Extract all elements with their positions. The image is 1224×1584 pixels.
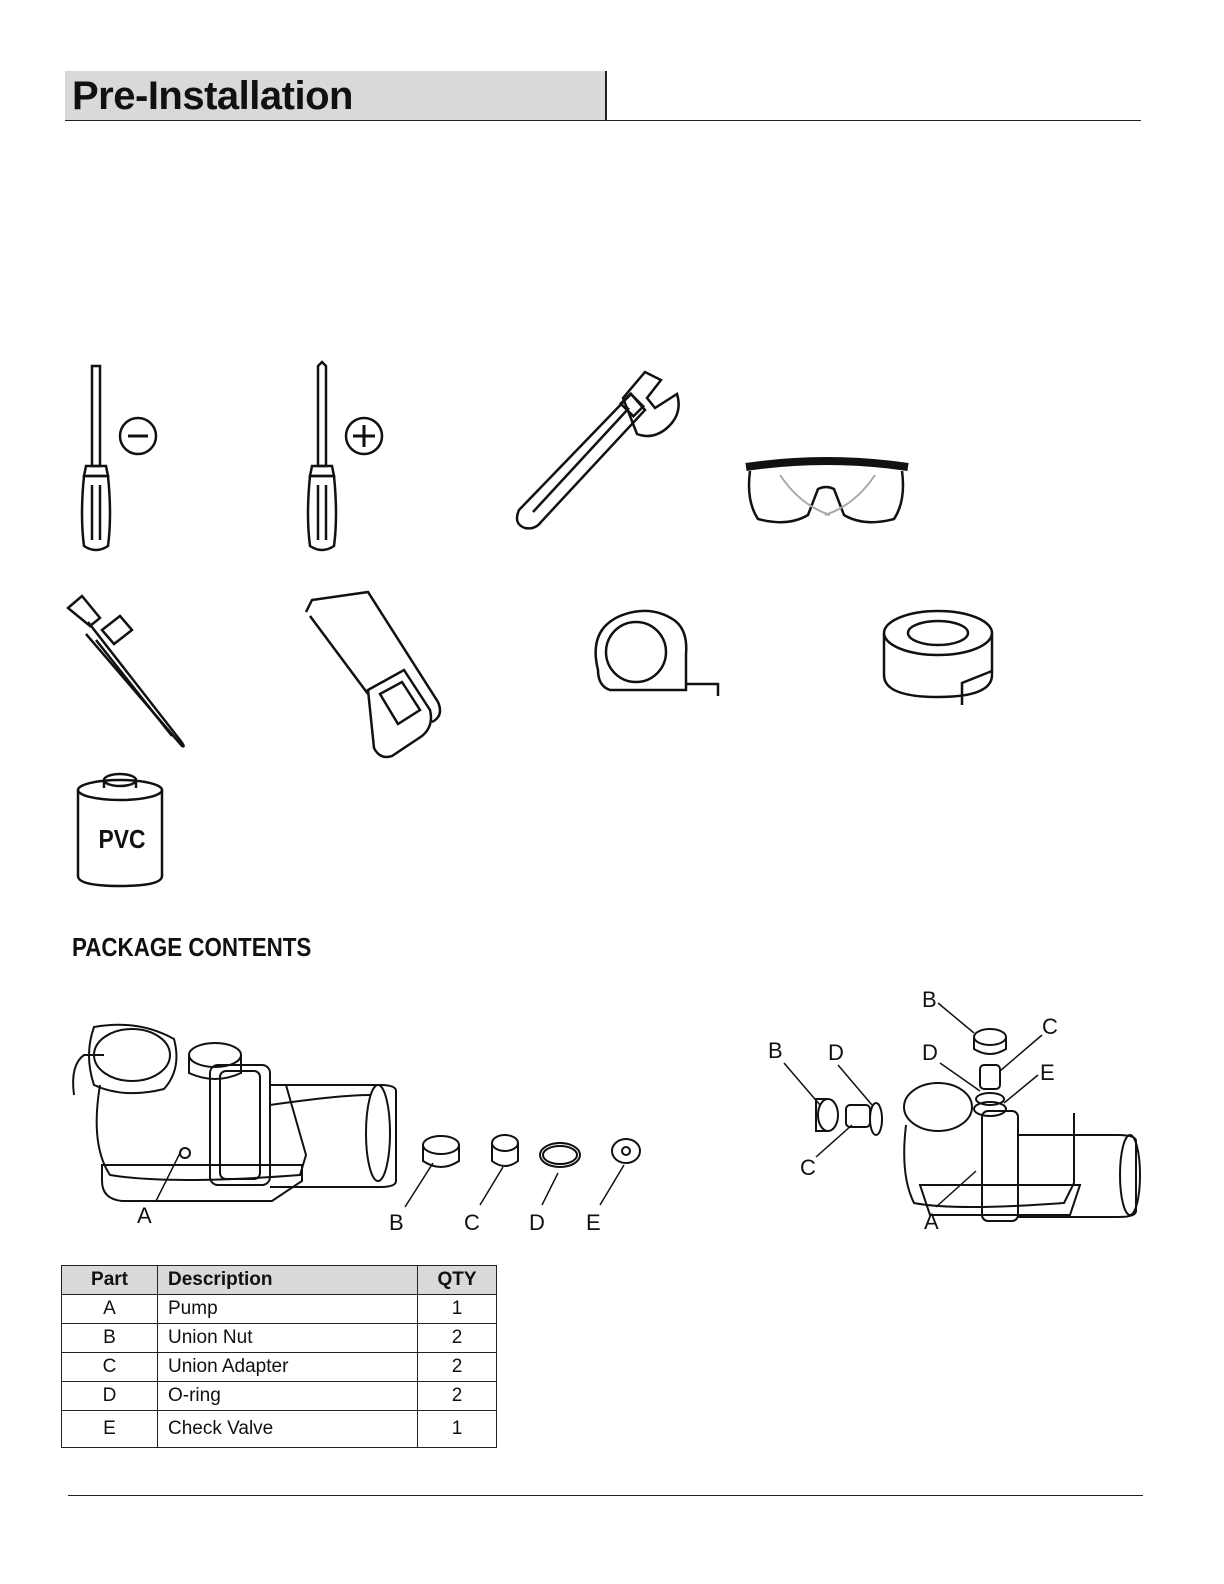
table-row: C Union Adapter 2 <box>62 1353 497 1382</box>
qty-cell: 1 <box>418 1411 497 1448</box>
assembly-label-c-top: C <box>1042 1014 1058 1039</box>
qty-cell: 2 <box>418 1382 497 1411</box>
tape-measure-icon <box>590 610 730 700</box>
plumbers-tape-icon <box>880 605 1005 710</box>
description-cell: O-ring <box>158 1382 418 1411</box>
assembly-label-b-top: B <box>922 987 937 1012</box>
column-header-part: Part <box>62 1266 158 1295</box>
part-cell: E <box>62 1411 158 1448</box>
parts-table: Part Description QTY A Pump 1 B Union Nu… <box>61 1265 497 1448</box>
description-cell: Union Nut <box>158 1324 418 1353</box>
part-cell: A <box>62 1295 158 1324</box>
phillips-screwdriver-icon <box>296 360 396 555</box>
column-header-qty: QTY <box>418 1266 497 1295</box>
assembly-label-e: E <box>1040 1060 1055 1085</box>
table-row: D O-ring 2 <box>62 1382 497 1411</box>
diagram-label-d: D <box>529 1210 545 1235</box>
header-divider <box>65 120 1141 121</box>
pipe-wrench-icon <box>60 590 200 750</box>
pump-parts-diagram: A B C D E <box>60 1015 660 1240</box>
description-cell: Check Valve <box>158 1411 418 1448</box>
qty-cell: 2 <box>418 1324 497 1353</box>
table-row: A Pump 1 <box>62 1295 497 1324</box>
footer-divider <box>68 1495 1143 1496</box>
diagram-label-b: B <box>389 1210 404 1235</box>
pvc-cement-can-icon: PVC <box>72 770 172 890</box>
diagram-label-c: C <box>464 1210 480 1235</box>
part-cell: B <box>62 1324 158 1353</box>
table-row: E Check Valve 1 <box>62 1411 497 1448</box>
table-header-row: Part Description QTY <box>62 1266 497 1295</box>
adjustable-wrench-icon <box>505 360 685 540</box>
qty-cell: 2 <box>418 1353 497 1382</box>
qty-cell: 1 <box>418 1295 497 1324</box>
assembly-label-a: A <box>924 1209 939 1234</box>
safety-glasses-icon <box>740 455 915 530</box>
assembly-label-d-side: D <box>828 1040 844 1065</box>
pvc-label: PVC <box>98 826 145 855</box>
diagram-label-a: A <box>137 1203 152 1228</box>
column-header-description: Description <box>158 1266 418 1295</box>
part-cell: D <box>62 1382 158 1411</box>
package-contents-title: PACKAGE CONTENTS <box>72 932 311 963</box>
flathead-screwdriver-icon <box>70 360 170 555</box>
assembly-label-b-side: B <box>768 1038 783 1063</box>
pump-assembly-diagram: B C B D D E C A <box>760 985 1150 1235</box>
page-title: Pre-Installation <box>72 72 353 120</box>
description-cell: Pump <box>158 1295 418 1324</box>
description-cell: Union Adapter <box>158 1353 418 1382</box>
diagram-label-e: E <box>586 1210 601 1235</box>
part-cell: C <box>62 1353 158 1382</box>
hacksaw-icon <box>296 590 441 755</box>
assembly-label-d-top: D <box>922 1040 938 1065</box>
assembly-label-c-side: C <box>800 1155 816 1180</box>
table-row: B Union Nut 2 <box>62 1324 497 1353</box>
